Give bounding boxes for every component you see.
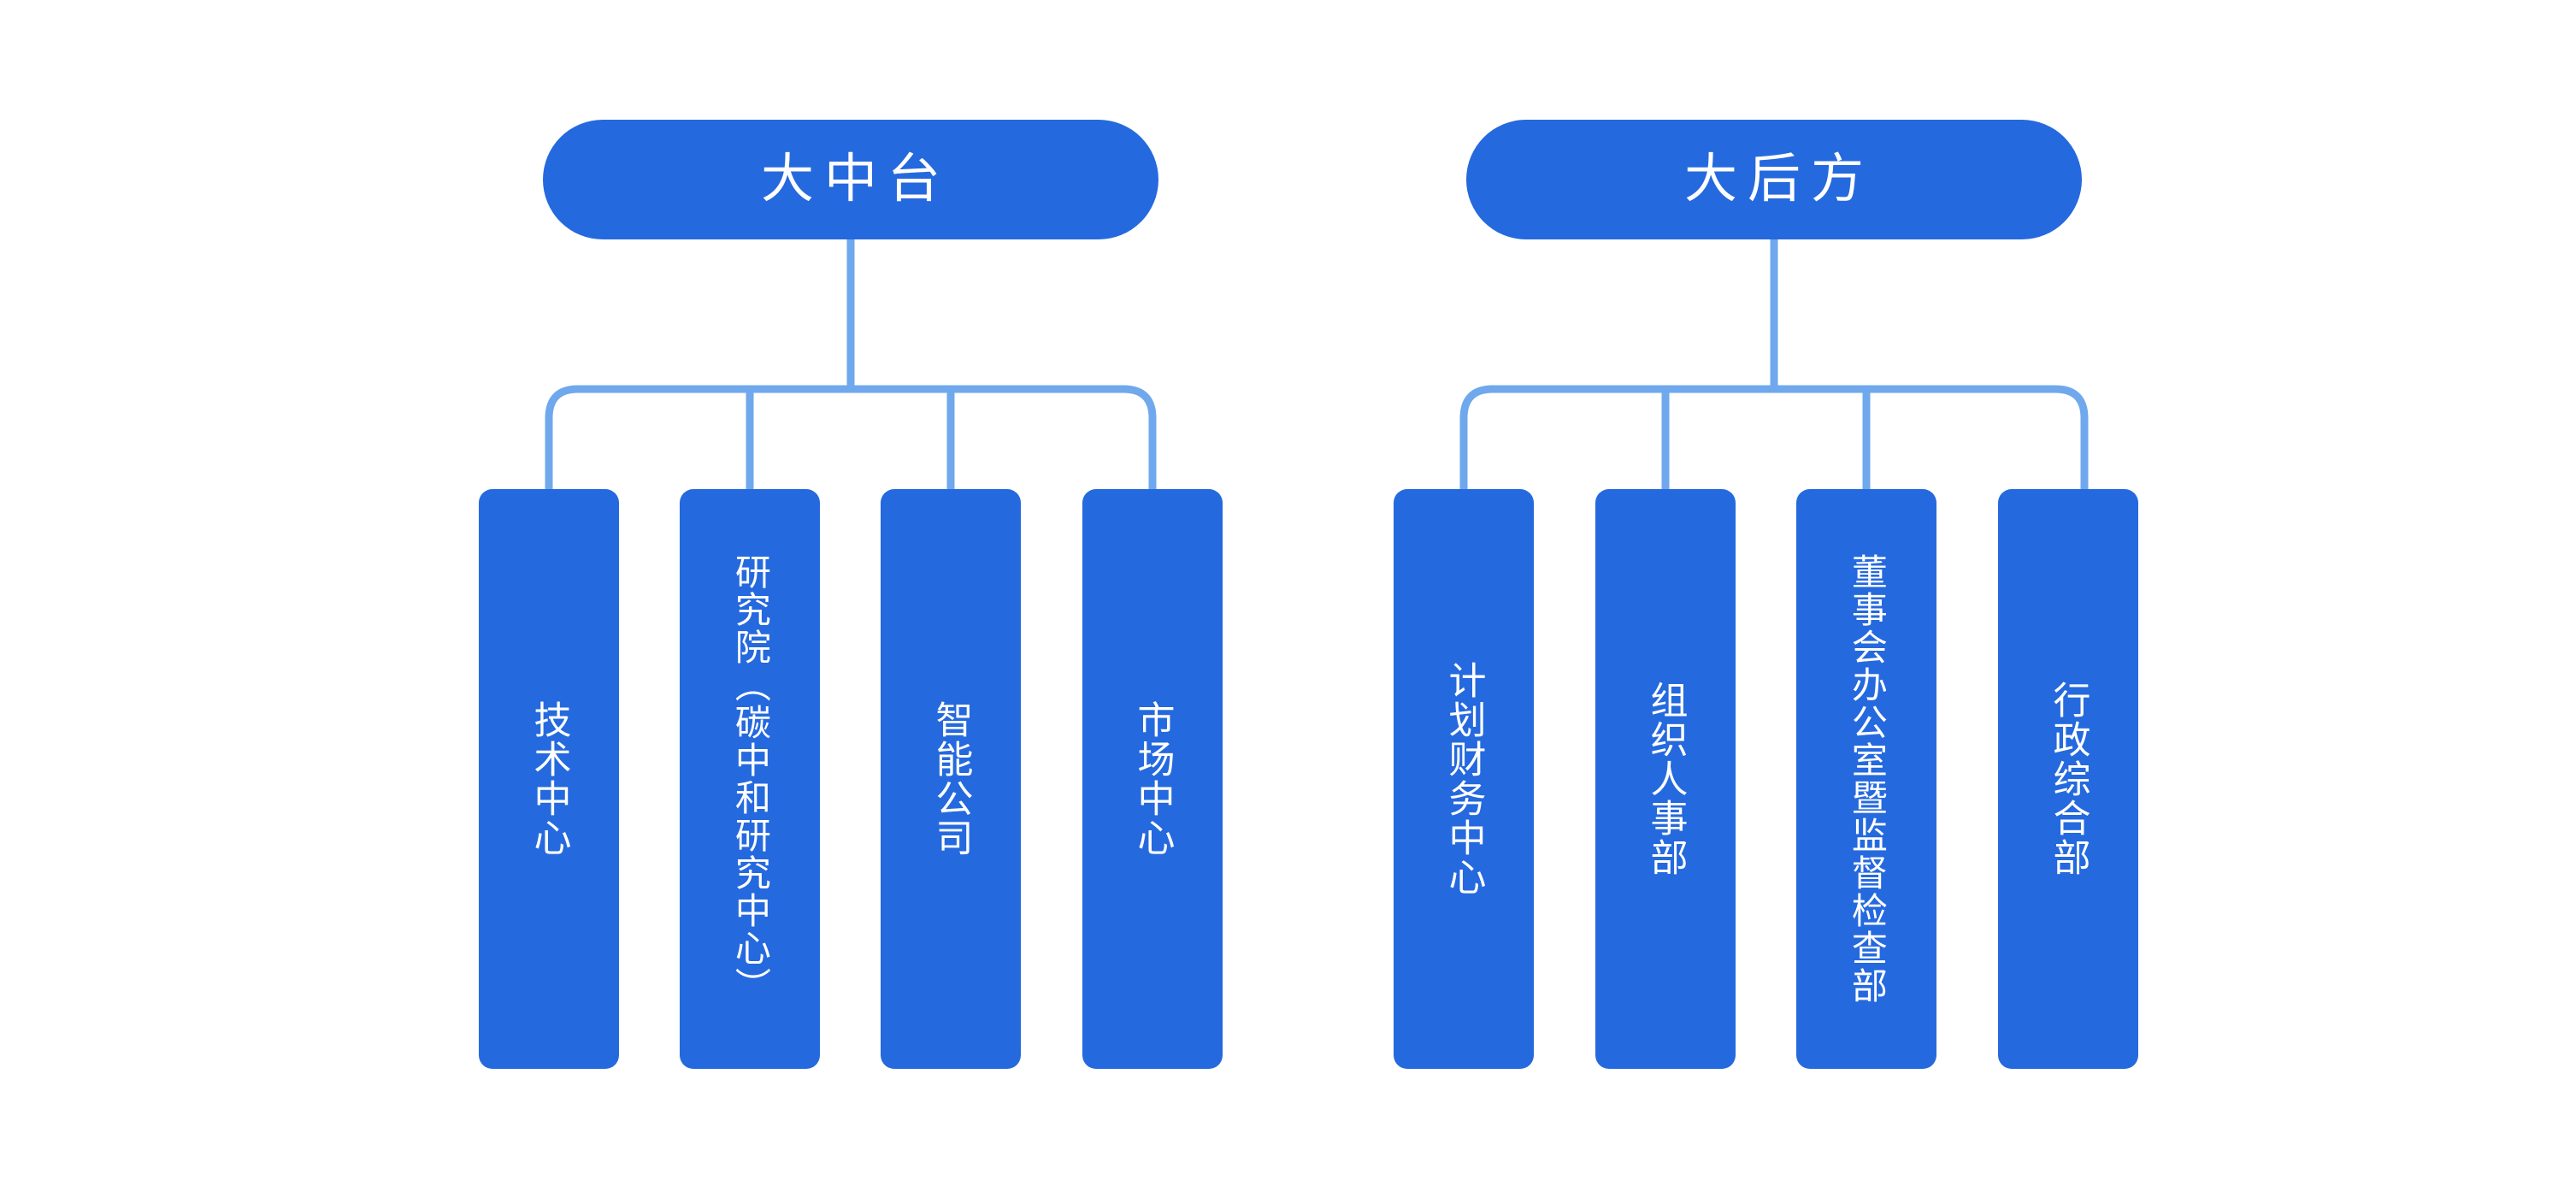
unit-text-column: 暨监督检查部 xyxy=(1847,779,1888,1005)
unit-text-column: （碳中和研究中心） xyxy=(730,666,771,1005)
unit-text-column: 组织人事部 xyxy=(1644,681,1687,877)
connector-line xyxy=(545,385,1157,489)
unit-text-column: 研究院 xyxy=(730,553,771,666)
unit-box-admin-general-dept[interactable]: 行政综合部 xyxy=(1998,489,2138,1069)
unit-box-text: 组织人事部 xyxy=(1595,489,1736,1069)
unit-text-column: 董事会办公室 xyxy=(1847,553,1888,779)
connector-line xyxy=(1459,385,2089,489)
connector-group-rear-support xyxy=(1459,239,2089,489)
unit-box-market-center[interactable]: 市场中心 xyxy=(1082,489,1223,1069)
unit-box-org-hr-dept[interactable]: 组织人事部 xyxy=(1595,489,1736,1069)
unit-box-research-institute[interactable]: （碳中和研究中心） 研究院 xyxy=(680,489,820,1069)
unit-text-column: 行政综合部 xyxy=(2047,681,2090,877)
unit-box-intelligent-company[interactable]: 智能公司 xyxy=(881,489,1021,1069)
unit-text-column: 计划财务中心 xyxy=(1442,661,1485,897)
unit-box-tech-center[interactable]: 技术中心 xyxy=(479,489,619,1069)
unit-box-text: （碳中和研究中心） 研究院 xyxy=(680,489,820,1069)
unit-box-text: 技术中心 xyxy=(479,489,619,1069)
unit-box-board-office-audit[interactable]: 暨监督检查部 董事会办公室 xyxy=(1796,489,1936,1069)
unit-box-text: 市场中心 xyxy=(1082,489,1223,1069)
unit-box-text: 计划财务中心 xyxy=(1394,489,1534,1069)
group-header-label: 大中台 xyxy=(760,150,951,209)
connector-group-mid-platform xyxy=(545,239,1157,489)
unit-box-planning-finance-center[interactable]: 计划财务中心 xyxy=(1394,489,1534,1069)
unit-box-text: 暨监督检查部 董事会办公室 xyxy=(1796,489,1936,1069)
unit-text-column: 市场中心 xyxy=(1131,700,1174,858)
group-header-rear-support[interactable]: 大后方 xyxy=(1466,120,2082,239)
group-header-mid-platform[interactable]: 大中台 xyxy=(543,120,1158,239)
unit-text-column: 智能公司 xyxy=(929,700,972,858)
group-header-label: 大后方 xyxy=(1683,150,1874,209)
unit-box-text: 行政综合部 xyxy=(1998,489,2138,1069)
unit-text-column: 技术中心 xyxy=(528,700,570,858)
unit-box-text: 智能公司 xyxy=(881,489,1021,1069)
